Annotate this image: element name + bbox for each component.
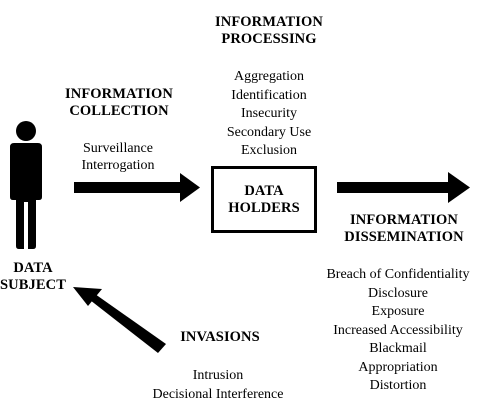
data-subject-line2: SUBJECT <box>0 277 66 293</box>
processing-item: Insecurity <box>241 106 297 121</box>
processing-heading-line2: PROCESSING <box>221 31 317 47</box>
processing-item: Identification <box>231 87 307 103</box>
invasions-item: Decisional Interference <box>152 386 284 402</box>
collection-heading-line1: INFORMATION <box>65 86 173 102</box>
invasions-arrow <box>73 287 166 353</box>
data-subject-label: DATA SUBJECT <box>0 260 66 294</box>
person-body <box>10 143 42 249</box>
dissemination-item: Breach of Confidentiality <box>326 267 470 282</box>
collection-arrow <box>74 173 200 202</box>
dissemination-item: Disclosure <box>368 285 428 301</box>
processing-heading-line1: INFORMATION <box>215 14 323 30</box>
processing-heading: INFORMATION PROCESSING <box>196 14 342 48</box>
invasions-heading: INVASIONS <box>180 329 260 345</box>
dissemination-heading-line2: DISSEMINATION <box>344 229 464 245</box>
data-holders-label: DATA HOLDERS <box>214 183 314 217</box>
data-subject-line1: DATA <box>13 260 53 276</box>
processing-item: Secondary Use <box>226 124 312 140</box>
collection-list: Surveillance Interrogation <box>58 140 178 174</box>
dissemination-item: Increased Accessibility <box>333 322 463 338</box>
person-head <box>16 121 36 141</box>
dissemination-item: Distortion <box>369 378 427 393</box>
data-holders-line2: HOLDERS <box>228 199 300 216</box>
dissemination-heading-line1: INFORMATION <box>350 212 458 228</box>
processing-item: Exclusion <box>241 143 297 158</box>
dissemination-item: Appropriation <box>358 359 438 375</box>
dissemination-item: Exposure <box>371 304 425 319</box>
collection-item: Interrogation <box>81 158 155 173</box>
collection-heading: INFORMATION COLLECTION <box>40 86 198 120</box>
collection-item: Surveillance <box>83 141 153 156</box>
dissemination-heading: INFORMATION DISSEMINATION <box>334 212 474 246</box>
dissemination-item: Blackmail <box>369 341 427 356</box>
invasions-list: Intrusion Decisional Interference <box>138 367 298 404</box>
dissemination-list: Breach of Confidentiality Disclosure Exp… <box>310 266 486 396</box>
data-holders-box: DATA HOLDERS <box>211 166 317 233</box>
invasions-item: Intrusion <box>192 368 244 383</box>
dissemination-arrow <box>337 172 470 203</box>
processing-list: Aggregation Identification Insecurity Se… <box>196 68 342 161</box>
person-icon <box>10 121 42 249</box>
data-holders-line1: DATA <box>244 182 284 199</box>
processing-item: Aggregation <box>234 69 304 84</box>
collection-heading-line2: COLLECTION <box>69 103 169 119</box>
